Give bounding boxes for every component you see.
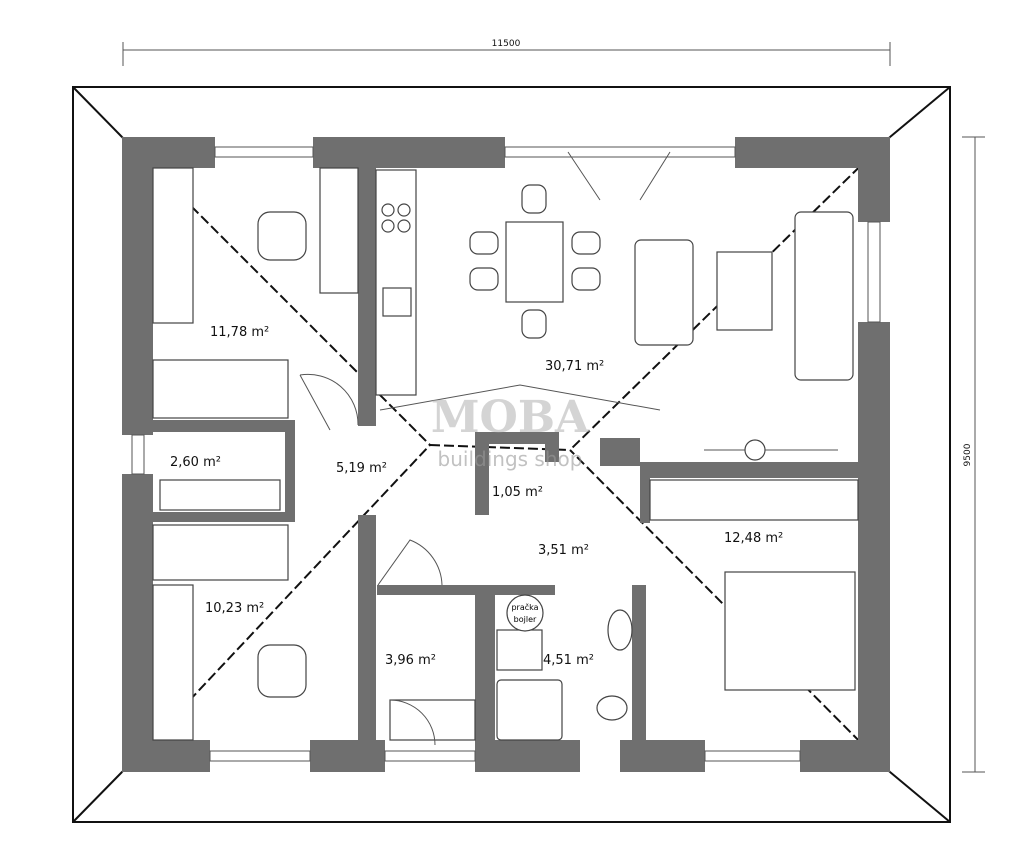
walls — [122, 137, 890, 772]
sink — [607, 609, 633, 651]
room-area-wc: 1,05 m² — [492, 485, 543, 500]
coffee-table — [716, 251, 773, 331]
wardrobe-2 — [152, 584, 194, 741]
windows — [131, 146, 881, 762]
room-area-bedroom-2: 10,23 m² — [205, 601, 264, 616]
washer-boiler — [506, 594, 544, 632]
wardrobe-master — [649, 479, 859, 521]
room-area-closet: 2,60 m² — [170, 455, 221, 470]
room-area-corridor: 3,51 m² — [538, 543, 589, 558]
washer-label: pračka — [511, 602, 538, 612]
dining-table — [505, 221, 564, 303]
height-dimension: 9500 — [962, 136, 985, 773]
furniture: pračka bojler — [152, 151, 859, 746]
toilet — [596, 695, 628, 721]
room-area-storage: 3,96 m² — [385, 653, 436, 668]
sofa — [794, 211, 854, 381]
room-area-master-bedroom: 12,48 m² — [724, 531, 783, 546]
boiler-label: bojler — [514, 615, 537, 624]
room-area-bedroom-1: 11,78 m² — [210, 325, 269, 340]
watermark-title: MOBA — [431, 392, 590, 443]
watermark: MOBA buildings shop — [379, 384, 661, 471]
watermark-subtitle: buildings shop — [438, 447, 583, 471]
width-dimension-label: 11500 — [492, 39, 521, 49]
room-area-bathroom: 4,51 m² — [543, 653, 594, 668]
desk-1 — [319, 167, 359, 294]
height-dimension-label: 9500 — [963, 443, 973, 466]
bed-2 — [152, 524, 289, 581]
double-bed — [724, 571, 856, 691]
wardrobe-1 — [152, 167, 194, 324]
kitchen-counter — [375, 169, 417, 396]
room-area-hallway: 5,19 m² — [336, 461, 387, 476]
room-labels: 11,78 m² 30,71 m² 2,60 m² 5,19 m² 1,05 m… — [170, 325, 783, 668]
bed-1 — [152, 359, 289, 419]
room-area-living: 30,71 m² — [545, 359, 604, 374]
shower — [496, 679, 563, 741]
width-dimension: 11500 — [122, 39, 891, 66]
closet-rail — [159, 479, 281, 511]
armchair-sofa — [634, 239, 694, 346]
